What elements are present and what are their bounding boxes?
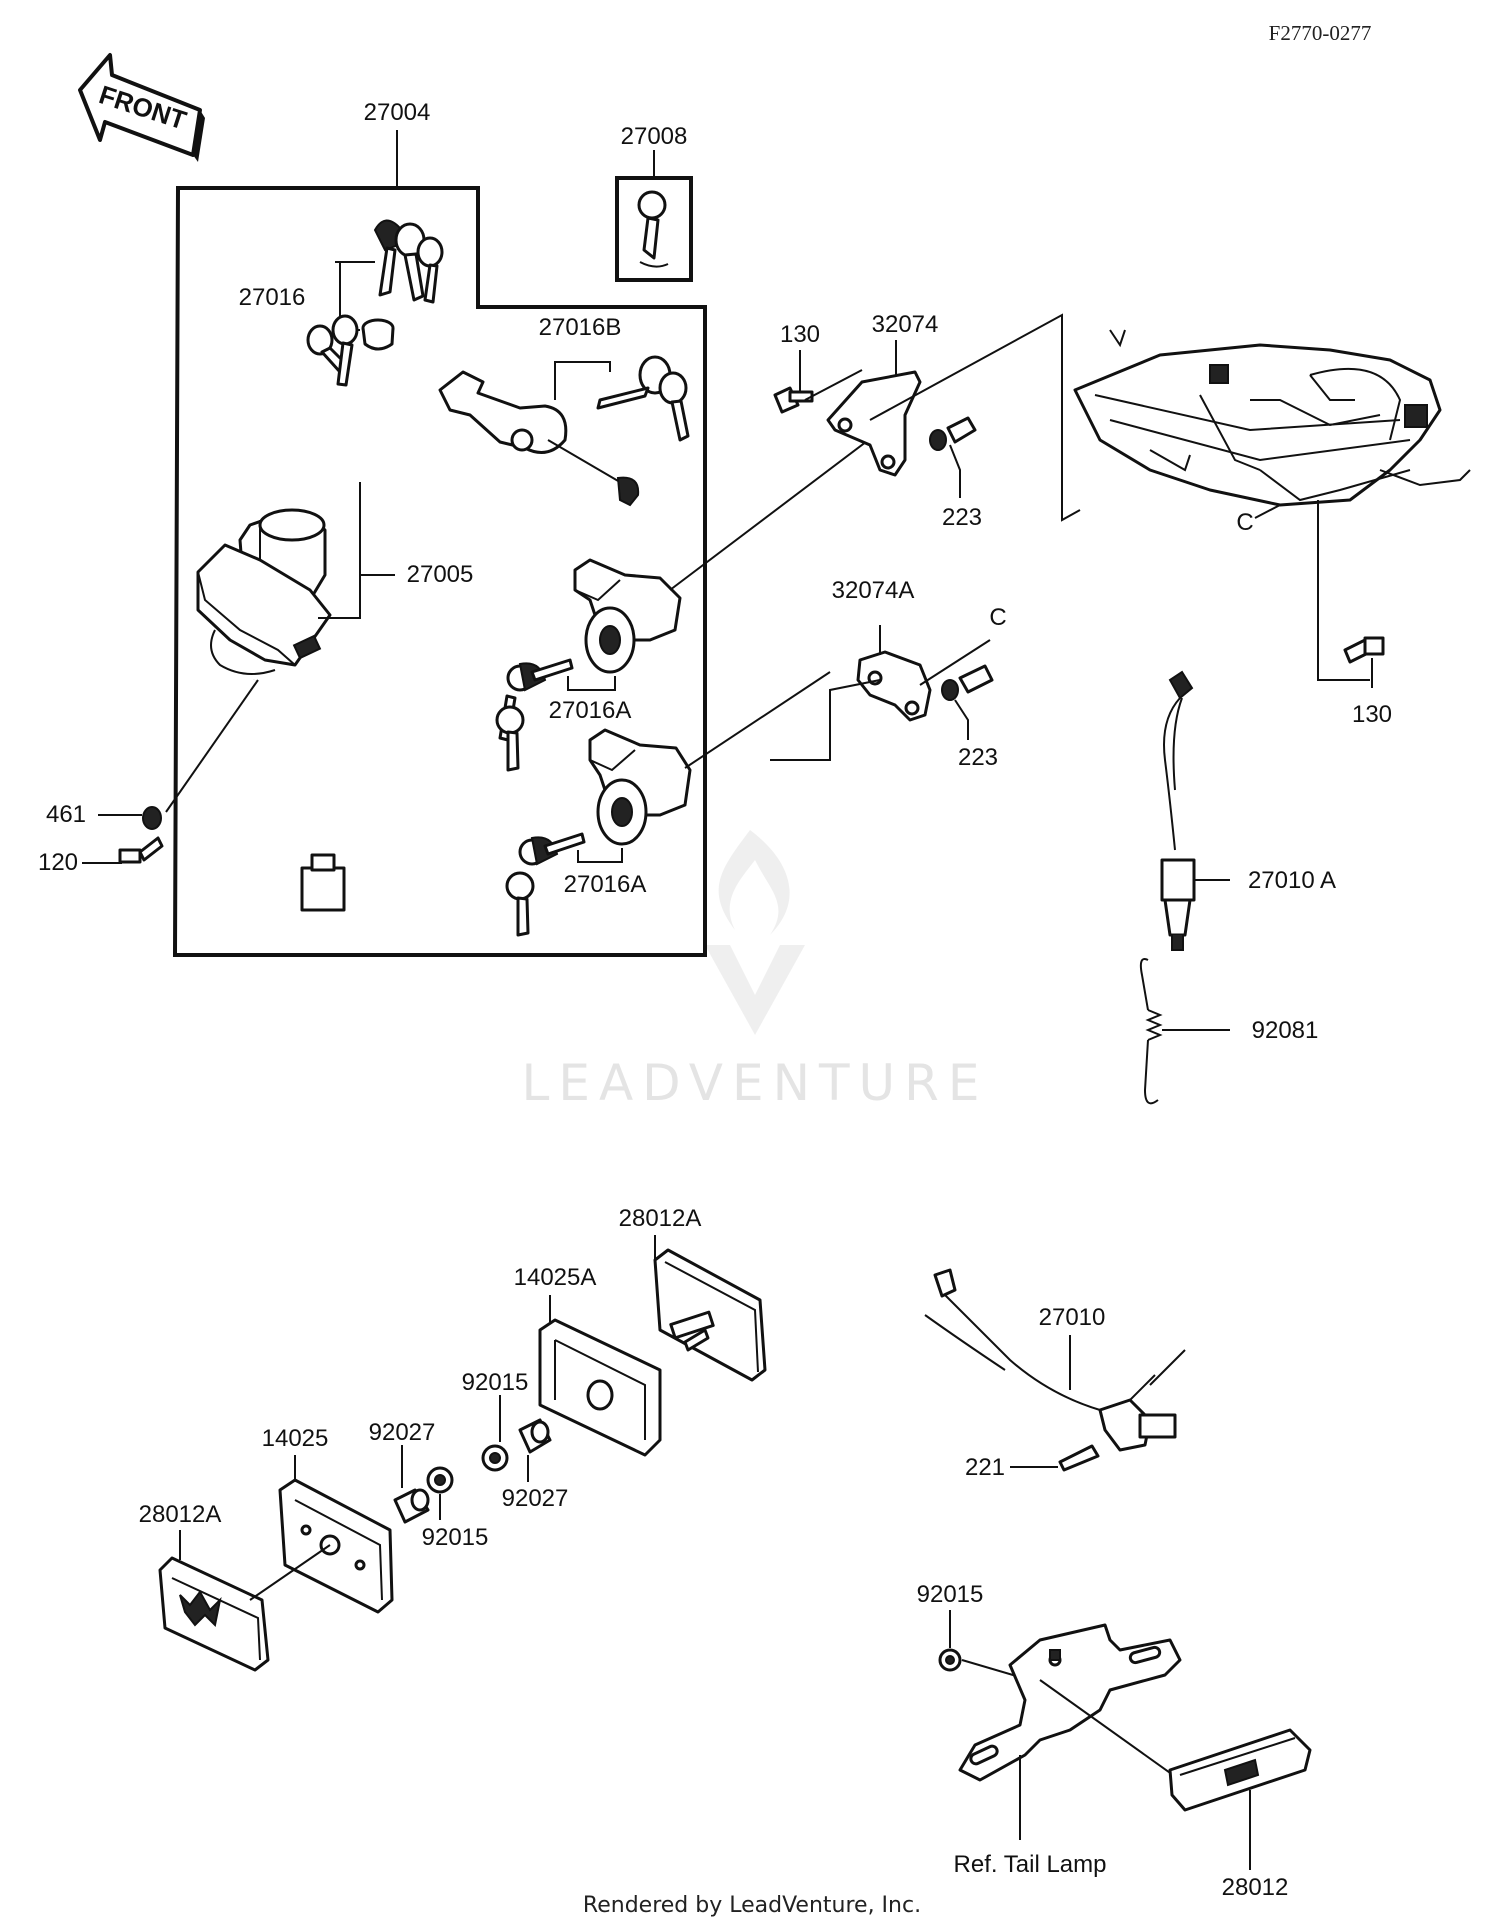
- bracket-32074A: [856, 650, 932, 722]
- label-28012A-left: 28012A: [139, 1501, 222, 1528]
- label-14025: 14025: [262, 1425, 329, 1452]
- lock-cylinder-27016: [361, 318, 395, 351]
- key-blank-27008: [637, 190, 669, 268]
- label-223-bottom: 223: [958, 744, 998, 771]
- spacer-92027-low: [393, 1488, 430, 1524]
- label-27004: 27004: [364, 99, 431, 126]
- label-27010: 27010: [1039, 1304, 1106, 1331]
- label-27010A: 27010 A: [1248, 867, 1336, 894]
- label-221: 221: [965, 1454, 1005, 1481]
- label-27016B: 27016B: [539, 314, 622, 341]
- keys-27016: [373, 219, 444, 304]
- bolt-223-top: [929, 416, 977, 451]
- brake-switch-27010: [924, 1268, 1186, 1452]
- label-92015-right: 92015: [917, 1581, 984, 1608]
- label-92081: 92081: [1252, 1017, 1319, 1044]
- label-130-right: 130: [1352, 701, 1392, 728]
- screw-221: [1058, 1444, 1100, 1472]
- reflector-bracket-14025: [278, 1478, 394, 1614]
- leadventure-watermark-logo: [705, 830, 805, 1035]
- label-32074: 32074: [872, 311, 939, 338]
- label-92015-low: 92015: [422, 1524, 489, 1551]
- label-27016A-lower: 27016A: [564, 871, 647, 898]
- label-28012A-top: 28012A: [619, 1205, 702, 1232]
- bolt-223-bottom: [941, 664, 994, 701]
- seat-lock-27016B: [438, 355, 690, 507]
- callout-c-frame: C: [1236, 509, 1253, 536]
- footer-credit: Rendered by LeadVenture, Inc.: [583, 1893, 921, 1918]
- washer-461: [142, 806, 162, 830]
- label-461: 461: [46, 801, 86, 828]
- rear-frame: [1073, 329, 1471, 507]
- label-120: 120: [38, 849, 78, 876]
- bolt-130-right: [1343, 636, 1385, 664]
- label-32074A: 32074A: [832, 577, 915, 604]
- reflector-28012: [1168, 1728, 1312, 1812]
- nut-92015-right: [938, 1648, 962, 1672]
- ignition-switch-27005: [196, 314, 359, 912]
- reference-code: F2770-0277: [1269, 21, 1372, 45]
- key-set-group-frame: [172, 186, 707, 957]
- spacer-92027-mid: [518, 1418, 552, 1454]
- nut-92015-low: [426, 1466, 454, 1494]
- label-27008: 27008: [621, 123, 688, 150]
- label-ref-tail-lamp: Ref. Tail Lamp: [954, 1851, 1107, 1878]
- reflector-28012A-left: [158, 1556, 270, 1672]
- label-27016: 27016: [239, 284, 306, 311]
- spring-92081: [1139, 958, 1163, 1105]
- bracket-32074: [826, 370, 922, 477]
- front-direction-arrow: FRONT: [78, 53, 205, 162]
- label-92015-mid: 92015: [462, 1369, 529, 1396]
- reflector-bracket-14025A: [538, 1318, 662, 1457]
- label-28012: 28012: [1222, 1874, 1289, 1901]
- callout-c-bracket: C: [989, 604, 1006, 631]
- watermark-text: LEADVENTURE: [522, 1054, 989, 1112]
- label-92027-mid: 92027: [502, 1485, 569, 1512]
- label-27005: 27005: [407, 561, 474, 588]
- label-223-top: 223: [942, 504, 982, 531]
- screw-120: [118, 836, 164, 864]
- label-14025A: 14025A: [514, 1264, 597, 1291]
- brake-light-switch-27010A: [1160, 670, 1196, 951]
- label-27016A-upper: 27016A: [549, 697, 632, 724]
- nut-92015-mid: [481, 1444, 509, 1472]
- helmet-lock-27016A-lower: [505, 728, 692, 937]
- reflector-28012A-top: [653, 1248, 767, 1382]
- helmet-lock-27016A-upper: [495, 558, 682, 772]
- label-130-top: 130: [780, 321, 820, 348]
- label-92027-low: 92027: [369, 1419, 436, 1446]
